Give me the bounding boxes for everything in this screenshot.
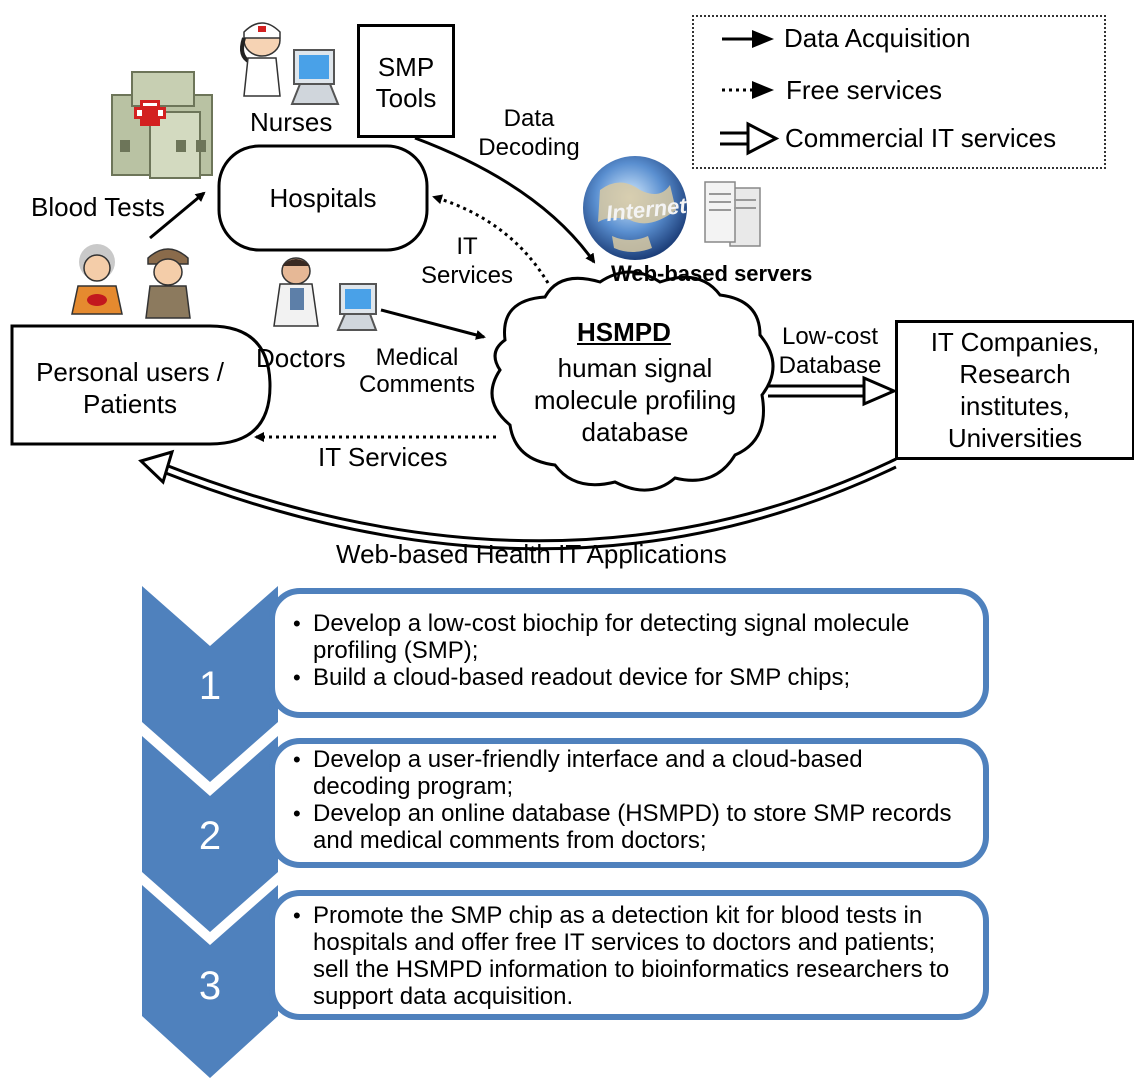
low-cost-database-label: Low-cost Database [778,323,882,379]
it-services-bottom-label: IT Services [318,442,448,472]
blood-tests-arrow [149,191,206,240]
hsmpd-title: HSMPD [577,317,671,347]
web-apps-label: Web-based Health IT Applications [336,539,727,569]
step-1-chevron [142,586,278,782]
it-services-top-label: IT Services [420,233,514,289]
nurses-label: Nurses [250,107,333,137]
hsmpd-cloud-node [490,270,775,492]
step-3-item: Promote the SMP chip as a detection kit … [293,902,963,1010]
step-1-item: Build a cloud-based readout device for S… [293,664,953,691]
step-1-item: Develop a low-cost biochip for detecting… [293,610,953,664]
doctor-icon [273,257,319,327]
it-companies-node [895,320,1134,460]
step-3-number: 3 [198,964,222,1008]
smp-tools-label: SMP Tools [375,52,437,113]
legend-data-acquisition: Data Acquisition [784,23,971,53]
hospitals-node [217,144,429,252]
hospitals-label: Hospitals [269,183,377,213]
legend [692,15,1106,169]
elderly-man-icon [145,248,191,319]
legend-commercial-it-services: Commercial IT services [785,123,1057,153]
elderly-woman-icon [71,244,123,315]
legend-solid-arrow [722,30,774,48]
step-1-text: Develop a low-cost biochip for detecting… [293,610,953,691]
it-services-top-arrow [432,194,550,284]
patients-node [10,324,272,446]
nurse-icon [240,22,281,97]
computer-icon [290,49,340,105]
legend-free-services: Free services [786,75,943,105]
step-2-text: Develop a user-friendly interface and a … [293,746,953,854]
step-2-number: 2 [198,814,222,858]
data-decoding-arrow [414,136,596,264]
data-decoding-label: Data Decoding [478,105,580,161]
step-3-chevron [142,885,278,1078]
web-apps-arrow [138,449,897,551]
step-2-chevron [142,736,278,932]
step-3-text: Promote the SMP chip as a detection kit … [293,902,963,1010]
step-2-item: Develop an online database (HSMPD) to st… [293,800,953,854]
internet-globe-icon [583,156,687,260]
step-1-number: 1 [198,664,222,708]
blood-tests-label: Blood Tests [31,192,165,222]
doctor-computer-icon [336,283,378,331]
doctors-label: Doctors [256,343,346,373]
medical-comments-label: Medical Comments [358,344,476,398]
low-cost-database-arrow [768,375,898,407]
medical-comments-arrow [380,308,486,340]
smp-tools-node [357,24,455,138]
server-icon [704,181,761,247]
hsmpd-description: human signal molecule profiling database [533,353,737,447]
patients-label: Personal users / Patients [36,357,224,419]
hospital-building-icon [111,71,213,179]
step-2-item: Develop a user-friendly interface and a … [293,746,953,800]
web-servers-label: Web-based servers [611,261,813,286]
legend-double-arrow [720,121,780,156]
legend-dotted-arrow [722,81,774,99]
it-companies-label: IT Companies, Research institutes, Unive… [930,327,1100,453]
